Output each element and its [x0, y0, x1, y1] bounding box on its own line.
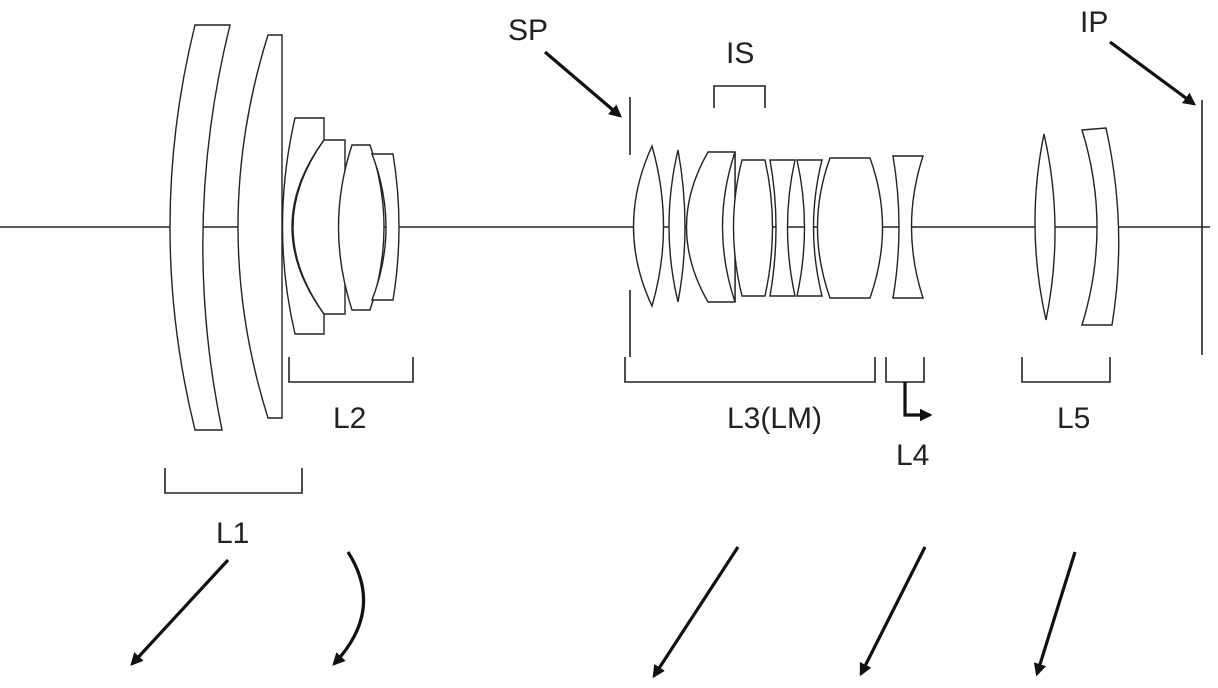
label-l3: L3(LM)	[727, 402, 822, 435]
label-is: IS	[726, 37, 754, 70]
lens-group-l2	[281, 117, 400, 335]
is-bracket	[713, 85, 766, 108]
bracket-l4	[885, 357, 925, 383]
l3-motion-arrow	[652, 546, 740, 679]
label-ip: IP	[1080, 6, 1108, 39]
bracket-l1	[164, 468, 303, 494]
lens-group-l5	[1034, 127, 1120, 326]
bracket-l5	[1021, 357, 1111, 383]
l4-focus-arrow	[903, 382, 933, 422]
l1-motion-arrow	[130, 558, 230, 666]
l2-motion-arrow	[332, 551, 366, 666]
stop-pointer-arrow	[543, 50, 622, 118]
lens-group-l4	[892, 155, 924, 299]
label-l1: L1	[216, 517, 249, 550]
label-sp: SP	[508, 14, 548, 47]
image-plane-pointer-arrow	[1109, 40, 1197, 106]
l5-motion-arrow	[1033, 551, 1077, 677]
lens-group-l1	[169, 24, 283, 431]
label-l5: L5	[1057, 402, 1090, 435]
label-l2: L2	[333, 402, 366, 435]
label-l4: L4	[896, 439, 929, 472]
bracket-l2	[288, 357, 414, 383]
bracket-l3	[624, 357, 876, 383]
l4-motion-arrow	[859, 546, 927, 677]
lens-group-l3	[632, 143, 884, 308]
